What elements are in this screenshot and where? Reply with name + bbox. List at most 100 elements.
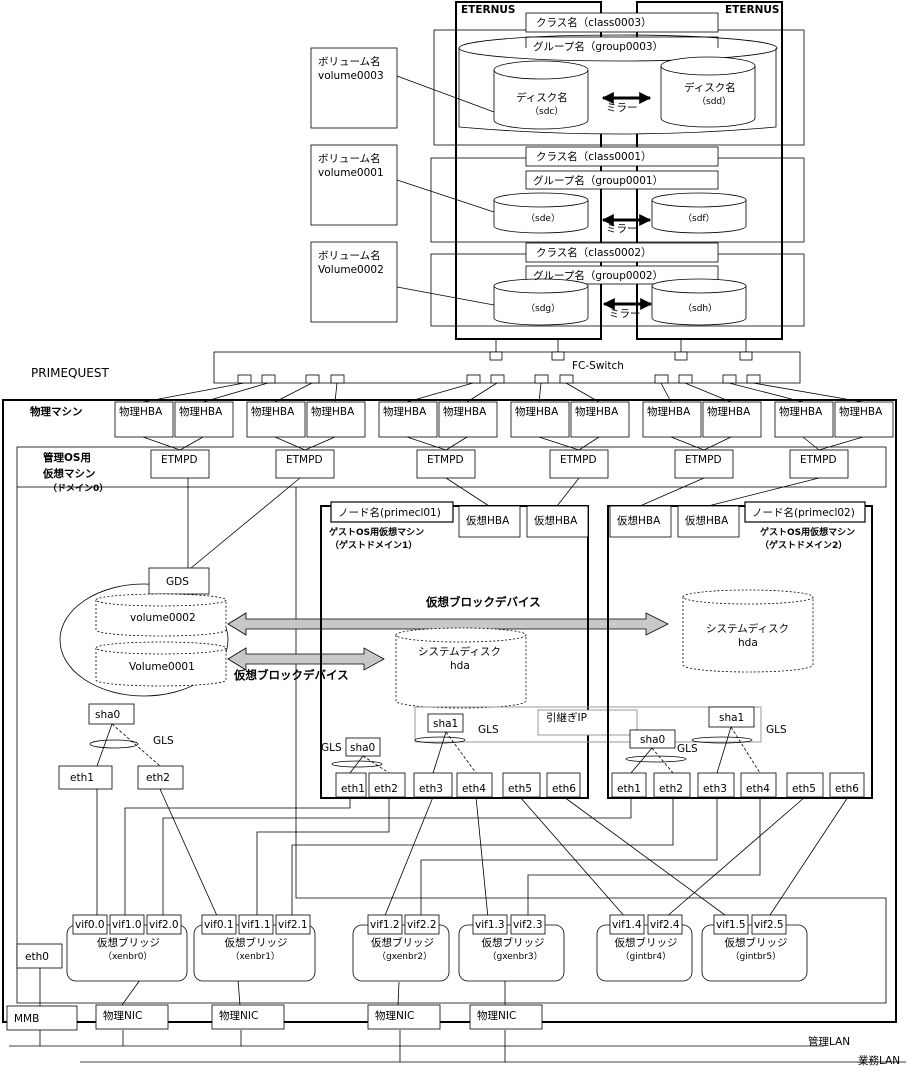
mirror-label-3: ミラー [609, 308, 641, 320]
mgmt-eth2 [137, 765, 184, 790]
guest1-eth4-label: eth4 [462, 783, 486, 795]
physical-machine [2, 399, 897, 1023]
guest1-title-l1: ゲストOS用仮想マシン [329, 526, 424, 538]
physical-hba-6 [438, 401, 498, 438]
volume0001-title: ボリューム名 [318, 152, 381, 165]
bridge5-vif1 [609, 914, 645, 935]
physical-nic-2 [211, 1004, 285, 1030]
guest1-system-disk-l1: システムディスク [418, 645, 501, 658]
mgmt-sha0-label: sha0 [95, 709, 120, 721]
bridge1-label: 仮想ブリッジ [97, 936, 160, 949]
guest2-node-box [744, 501, 866, 523]
virtual-block-label-2: 仮想ブロックデバイス [233, 668, 349, 682]
physical-hba-11-label: 物理HBA [779, 405, 823, 418]
physical-nic-3-label: 物理NIC [375, 1009, 414, 1022]
mgmt-sha0 [88, 703, 135, 725]
guest2-eth1 [611, 772, 647, 798]
etmpd-6-label: ETMPD [800, 454, 837, 466]
network-wiring [9, 788, 906, 1063]
takeover-ip-box [537, 709, 638, 736]
guest2-eth5-label: eth5 [792, 783, 816, 795]
bridge3-vif1-label: vif1.2 [370, 919, 400, 931]
group0003-label: グループ名（group0003） [533, 40, 663, 53]
guest1-eth2-label: eth2 [374, 783, 398, 795]
etmpd-1-label: ETMPD [161, 454, 198, 466]
guest2-sha0-label: sha0 [640, 734, 665, 746]
bridge6-vif2 [751, 914, 787, 935]
guest1-gls-b: GLS [478, 724, 499, 736]
eternus-left-box [455, 1, 602, 340]
physical-hba-12-label: 物理HBA [839, 405, 883, 418]
volume0002-name: Volume0002 [318, 264, 384, 276]
class0001-label: クラス名（class0001） [536, 150, 652, 163]
gds-volume-ellipse [59, 583, 229, 697]
disk-sdg-label: （sdg） [526, 303, 560, 314]
guest1-vhba-1-label: 仮想HBA [466, 514, 510, 527]
disk-sde-label: （sde） [526, 213, 560, 224]
physical-hba-5 [378, 401, 438, 438]
guest1-eth5 [502, 772, 541, 798]
bridge4-label: 仮想ブリッジ [482, 936, 545, 949]
mgmt-eth2-label: eth2 [146, 772, 170, 784]
guest1-eth5-label: eth5 [508, 783, 532, 795]
bridge2-vif2-label: vif1.1 [241, 919, 271, 931]
physical-hba-6-label: 物理HBA [443, 405, 487, 418]
bridge4-vif1 [472, 914, 508, 935]
guest2-eth4 [740, 772, 777, 798]
physical-nic-2-label: 物理NIC [219, 1009, 258, 1022]
physical-hba-2-label: 物理HBA [179, 405, 223, 418]
guest2-title-l2: （ゲストドメイン2） [760, 539, 847, 551]
guest1-eth1-label: eth1 [341, 783, 365, 795]
guest1-eth6-label: eth6 [552, 783, 576, 795]
eth0-label: eth0 [25, 951, 49, 963]
disk-sdh-label: （sdh） [683, 303, 717, 314]
guest2-title-l1: ゲストOS用仮想マシン [760, 526, 855, 538]
physical-hba-4 [306, 401, 366, 438]
mgmt-eth1 [58, 765, 113, 790]
bridge2-vif2 [238, 914, 274, 935]
guest2-system-disk-l2: hda [738, 637, 758, 649]
guest1-title-l2: （ゲストドメイン1） [330, 539, 417, 551]
volume0003-title: ボリューム名 [318, 55, 381, 68]
guest2-eth6-label: eth6 [835, 783, 859, 795]
bridge5-vif2 [647, 914, 683, 935]
etmpd-2-label: ETMPD [286, 454, 323, 466]
physical-hba-5-label: 物理HBA [383, 405, 427, 418]
guest2-vhba-2-label: 仮想HBA [685, 514, 729, 527]
virtual-block-arrow-long [227, 612, 669, 636]
bridge2-label: 仮想ブリッジ [225, 936, 288, 949]
disk-sdc-l2: （sdc） [530, 106, 563, 117]
bridge1-vif3-label: vif2.0 [149, 919, 179, 931]
physical-nic-3 [367, 1004, 441, 1030]
class0002-label: クラス名（class0002） [536, 246, 652, 259]
guest1-vhba-2-label: 仮想HBA [534, 514, 578, 527]
bridge5-label: 仮想ブリッジ [615, 936, 678, 949]
bridge6-vif2-label: vif2.5 [754, 919, 784, 931]
guest-vm-1 [320, 505, 589, 799]
volume0002-box [310, 241, 398, 323]
bridge3-vif1 [367, 914, 403, 935]
bridge6-vif1-label: vif1.5 [716, 919, 746, 931]
guest2-eth2-label: eth2 [659, 783, 683, 795]
guest2-gls-a: GLS [677, 743, 698, 755]
mgmt-vm-title-l3: （ドメイン0） [48, 483, 108, 494]
guest1-eth3 [413, 772, 453, 798]
guest2-eth2 [653, 772, 691, 798]
bridge2-vif1 [201, 914, 237, 935]
guest1-vhba-1 [458, 505, 521, 538]
guest1-eth1 [335, 772, 367, 798]
bridge5-name: （gintbr4） [621, 951, 672, 962]
bridge1-vif1-label: vif0.0 [75, 919, 105, 931]
guest1-eth4 [456, 772, 493, 798]
mirror-label-2b: ミラー [606, 223, 638, 235]
bridge1-vif2 [109, 914, 145, 935]
takeover-ip-region [414, 706, 762, 743]
bridge3-label: 仮想ブリッジ [371, 936, 434, 949]
bridge4-vif2-label: vif2.3 [513, 919, 543, 931]
guest2-eth6 [829, 772, 865, 798]
guest1-sha0-label: sha0 [350, 742, 375, 754]
bridge6-label: 仮想ブリッジ [725, 936, 788, 949]
